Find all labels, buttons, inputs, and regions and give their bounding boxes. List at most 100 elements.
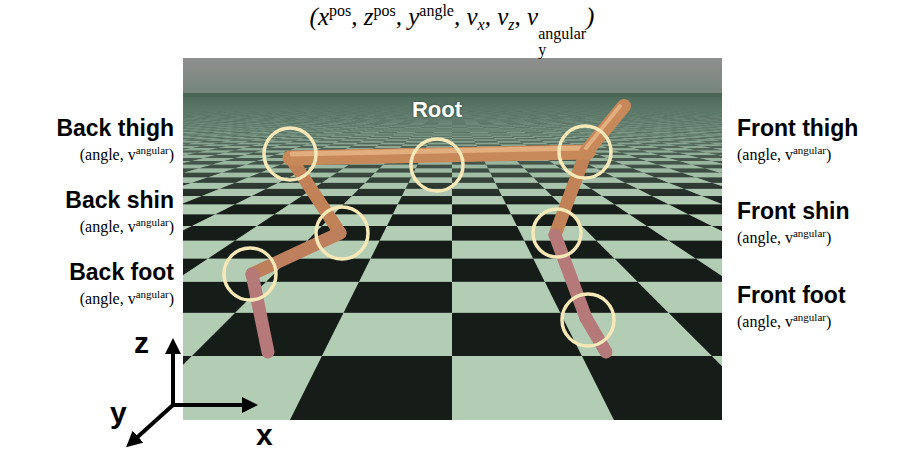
floor-tile	[0, 138, 12, 139]
floor-tile	[847, 142, 886, 144]
floor-tile	[0, 177, 5, 182]
floor-tile	[0, 124, 14, 125]
floor-tile	[344, 282, 452, 313]
floor-tile	[897, 164, 904, 168]
floor-tile	[858, 150, 904, 152]
floor-tile	[896, 128, 904, 129]
floor-tile	[28, 150, 73, 152]
floor-tile	[0, 158, 50, 161]
floor-tile	[0, 204, 19, 214]
floor-tile	[885, 204, 904, 214]
floor-tile	[885, 240, 904, 258]
floor-tile	[858, 137, 892, 138]
floor-tile	[10, 146, 52, 148]
floor-tile	[0, 356, 62, 421]
floor-tile	[0, 172, 31, 177]
floor-tile	[0, 155, 9, 158]
floor-tile	[866, 126, 891, 127]
floor-tile	[0, 134, 31, 135]
floor-tile	[836, 155, 885, 158]
floor-tile	[866, 155, 904, 158]
floor-tile	[380, 226, 452, 240]
floor-tile	[0, 204, 73, 214]
floor-tile	[452, 259, 545, 282]
floor-tile	[0, 129, 2, 130]
floor-tile	[855, 141, 893, 143]
floor-tile	[900, 141, 904, 143]
floor-tile	[0, 240, 91, 258]
floor-tile	[0, 142, 34, 144]
floor-tile	[0, 282, 81, 313]
floor-tile	[0, 125, 4, 126]
floor-tile	[879, 133, 904, 134]
floor-tile	[19, 164, 76, 168]
floor-tile	[874, 131, 904, 132]
floor-tile	[0, 127, 19, 128]
floor-tile	[885, 158, 904, 161]
floor-tile	[842, 161, 897, 164]
floor-tile	[0, 168, 55, 172]
floor-tile	[0, 132, 19, 133]
floor-tile	[777, 177, 842, 182]
floor-tile	[8, 127, 34, 128]
floor-tile	[0, 134, 12, 135]
floor-tile	[864, 128, 891, 129]
floor-tile	[0, 313, 19, 356]
floor-tile	[891, 129, 904, 130]
floor-tile	[842, 183, 904, 189]
floor-tile	[0, 126, 9, 127]
floor-tile	[867, 132, 897, 133]
floor-tile	[19, 142, 58, 144]
floor-tile	[105, 177, 167, 182]
floor-tile	[849, 168, 904, 172]
floor-tile	[885, 139, 904, 140]
floor-tile	[895, 126, 904, 127]
floor-tile	[799, 183, 870, 189]
floor-tile	[837, 144, 877, 146]
floor-tile	[13, 130, 42, 131]
floor-tile	[19, 134, 51, 135]
floor-tile	[0, 126, 24, 127]
floor-tile	[741, 168, 796, 172]
floor-tile	[842, 356, 904, 421]
floor-tile	[0, 183, 19, 189]
floor-tile	[0, 138, 33, 139]
floor-tile	[0, 129, 13, 130]
floor-tile	[860, 126, 885, 127]
floor-tile	[0, 313, 127, 356]
floor-tile	[897, 130, 904, 131]
floor-tile	[0, 144, 19, 146]
floor-tile	[861, 144, 902, 146]
floor-tile	[5, 135, 38, 136]
floor-tile	[890, 126, 904, 127]
floor-tile	[876, 153, 904, 156]
floor-tile	[863, 164, 904, 168]
floor-tile	[823, 189, 902, 196]
floor-tile	[359, 259, 452, 282]
floor-tile	[0, 164, 41, 168]
floor-tile	[70, 168, 127, 172]
floor-tile	[885, 150, 904, 152]
floor-tile	[760, 164, 813, 168]
floor-tile	[892, 138, 904, 139]
floor-tile	[866, 214, 904, 226]
floor-tile	[875, 161, 904, 164]
floor-tile	[0, 177, 46, 182]
floor-tile	[885, 183, 904, 189]
floor-tile	[828, 164, 885, 168]
floor-tile	[880, 130, 904, 131]
floor-tile	[452, 282, 560, 313]
floor-tile	[127, 172, 184, 177]
floor-tile	[12, 133, 43, 134]
floor-tile	[452, 226, 524, 240]
floor-tile	[0, 141, 26, 143]
floor-tile	[4, 139, 41, 140]
floor-tile	[0, 133, 6, 134]
floor-tile	[871, 138, 904, 139]
floor-tile	[62, 177, 127, 182]
floor-tile	[0, 161, 30, 164]
floor-tile	[0, 146, 27, 148]
floor-tile	[0, 142, 11, 144]
floor-tile	[895, 155, 904, 158]
floor-tile	[894, 148, 904, 150]
